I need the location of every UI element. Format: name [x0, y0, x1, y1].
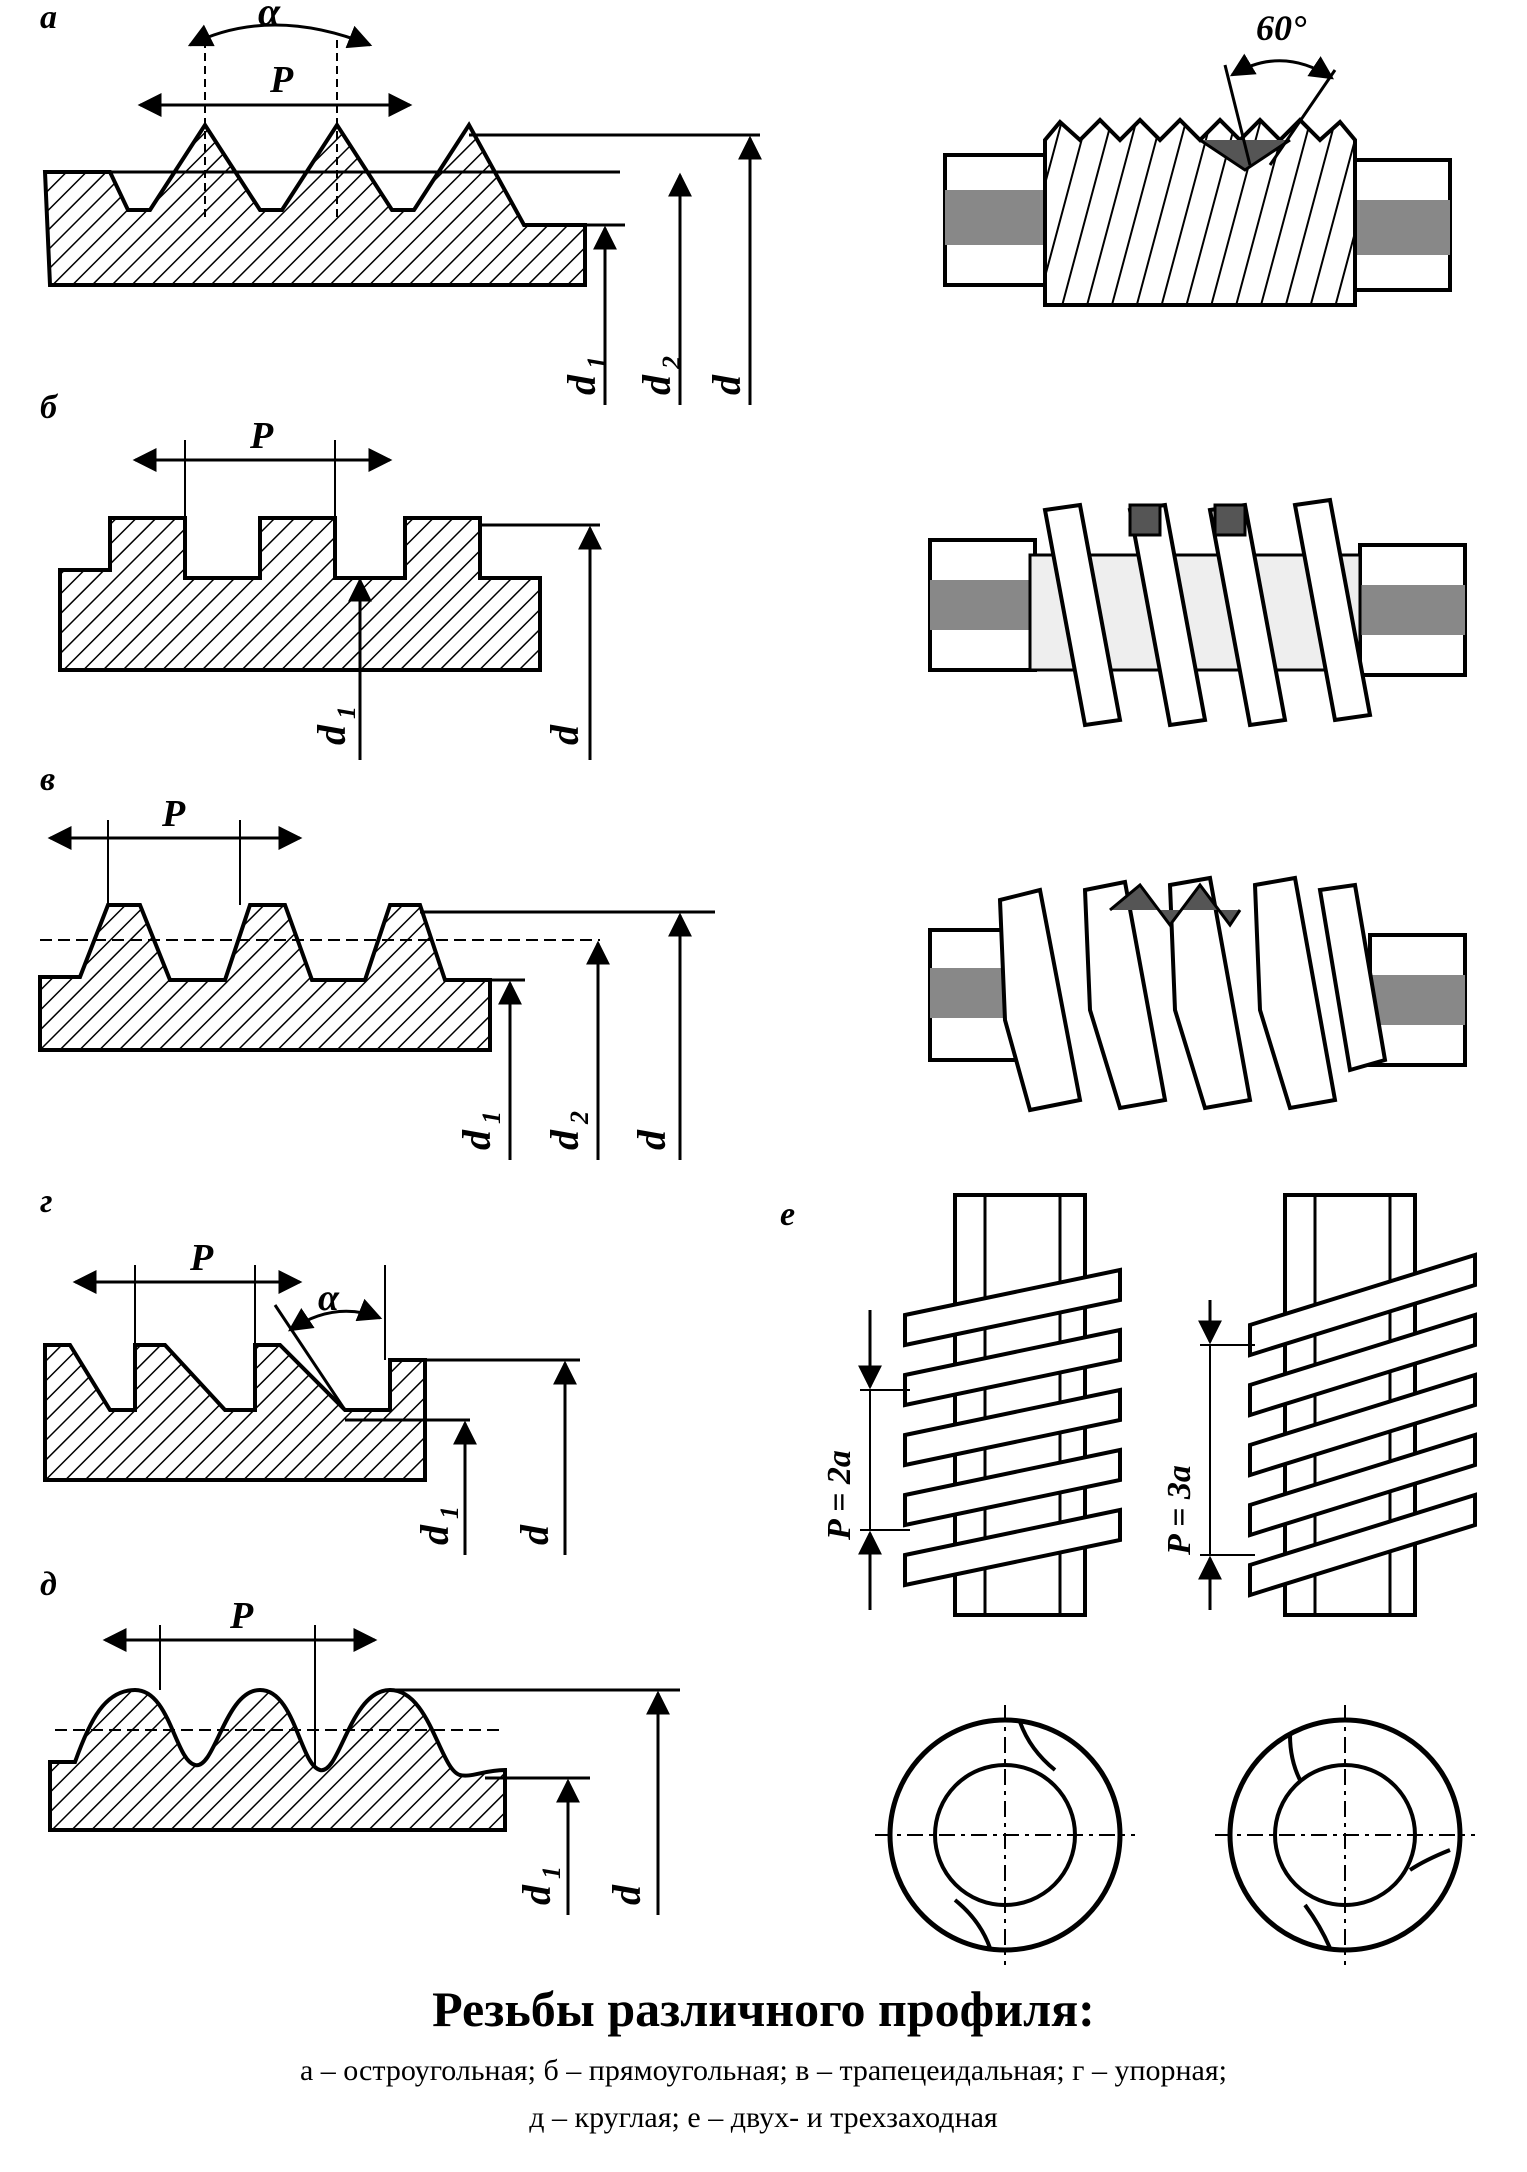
panel-a-d2: d: [634, 374, 679, 395]
rod-angle-60: 60°: [1256, 8, 1307, 48]
panel-v-profile: [38, 903, 492, 1052]
panel-a-d: d: [704, 374, 749, 395]
two-start-rod: P = 2a: [821, 1193, 1122, 1617]
panel-d: д P d 1 d: [40, 1566, 680, 1915]
panel-d-label: д: [40, 1566, 57, 1603]
panel-g-profile: [43, 1343, 427, 1482]
panel-b-pitch: P: [249, 415, 274, 457]
svg-text:1: 1: [582, 356, 611, 369]
panel-d-pitch: P: [229, 1595, 254, 1637]
panel-a: а α P d 1 d 2 d: [40, 0, 762, 405]
panel-g-angle-arc: [288, 1298, 383, 1332]
three-start-rod: P = 3a: [1161, 1193, 1477, 1617]
panel-a-alpha: α: [258, 0, 281, 34]
svg-text:2: 2: [565, 1111, 594, 1125]
panel-a-profile: [42, 121, 587, 287]
panel-d-profile: [48, 1687, 507, 1832]
rod-rectangular: [928, 497, 1467, 728]
two-start-end-view: [875, 1705, 1135, 1965]
svg-text:1: 1: [435, 1506, 464, 1519]
panel-v-d: d: [629, 1129, 674, 1150]
panel-v-d2: d: [542, 1129, 587, 1150]
panel-b-label: б: [40, 389, 59, 426]
caption-line-1: а – остроугольная; б – прямоугольная; в …: [299, 2054, 1228, 2087]
svg-text:2: 2: [657, 356, 686, 370]
panel-g-alpha: α: [318, 1277, 340, 1319]
panel-v-label: в: [40, 761, 55, 798]
panel-a-label: а: [40, 0, 57, 36]
two-start-pitch: P = 2a: [821, 1450, 858, 1541]
panel-b: б P d 1 d: [40, 389, 602, 760]
svg-text:1: 1: [537, 1866, 566, 1879]
panel-g: г P α d 1 d: [40, 1183, 580, 1555]
panel-g-pitch: P: [189, 1237, 214, 1279]
caption-line-2: д – круглая; е – двух- и трехзаходная: [529, 2101, 998, 2134]
rod-trapezoidal: [928, 875, 1467, 1113]
svg-text:1: 1: [332, 706, 361, 719]
panel-g-d1: d: [412, 1524, 457, 1545]
panel-d-d1: d: [514, 1884, 559, 1905]
panel-b-d1: d: [309, 724, 354, 745]
panel-a-pitch: P: [269, 59, 294, 101]
svg-text:1: 1: [477, 1111, 506, 1124]
panel-v-d1: d: [454, 1129, 499, 1150]
panel-g-label: г: [40, 1183, 53, 1220]
panel-b-profile: [58, 516, 542, 672]
panel-e-label: е: [780, 1196, 795, 1233]
panel-a-d1: d: [559, 374, 604, 395]
panel-v: в P d 1 d 2 d: [38, 761, 715, 1160]
panel-b-d: d: [542, 724, 587, 745]
panel-d-d: d: [604, 1884, 649, 1905]
panel-v-pitch: P: [161, 793, 186, 835]
panel-g-d: d: [512, 1524, 557, 1545]
caption-title: Резьбы различного профиля:: [432, 1981, 1095, 2037]
panel-a-angle-arc: [187, 23, 373, 49]
rod-angle-arc: [1229, 53, 1335, 80]
three-start-end-view: [1215, 1705, 1475, 1965]
three-start-pitch: P = 3a: [1161, 1465, 1198, 1556]
panel-e: е P = 2a: [780, 1193, 1477, 1965]
rod-triangular: 60°: [943, 8, 1452, 307]
